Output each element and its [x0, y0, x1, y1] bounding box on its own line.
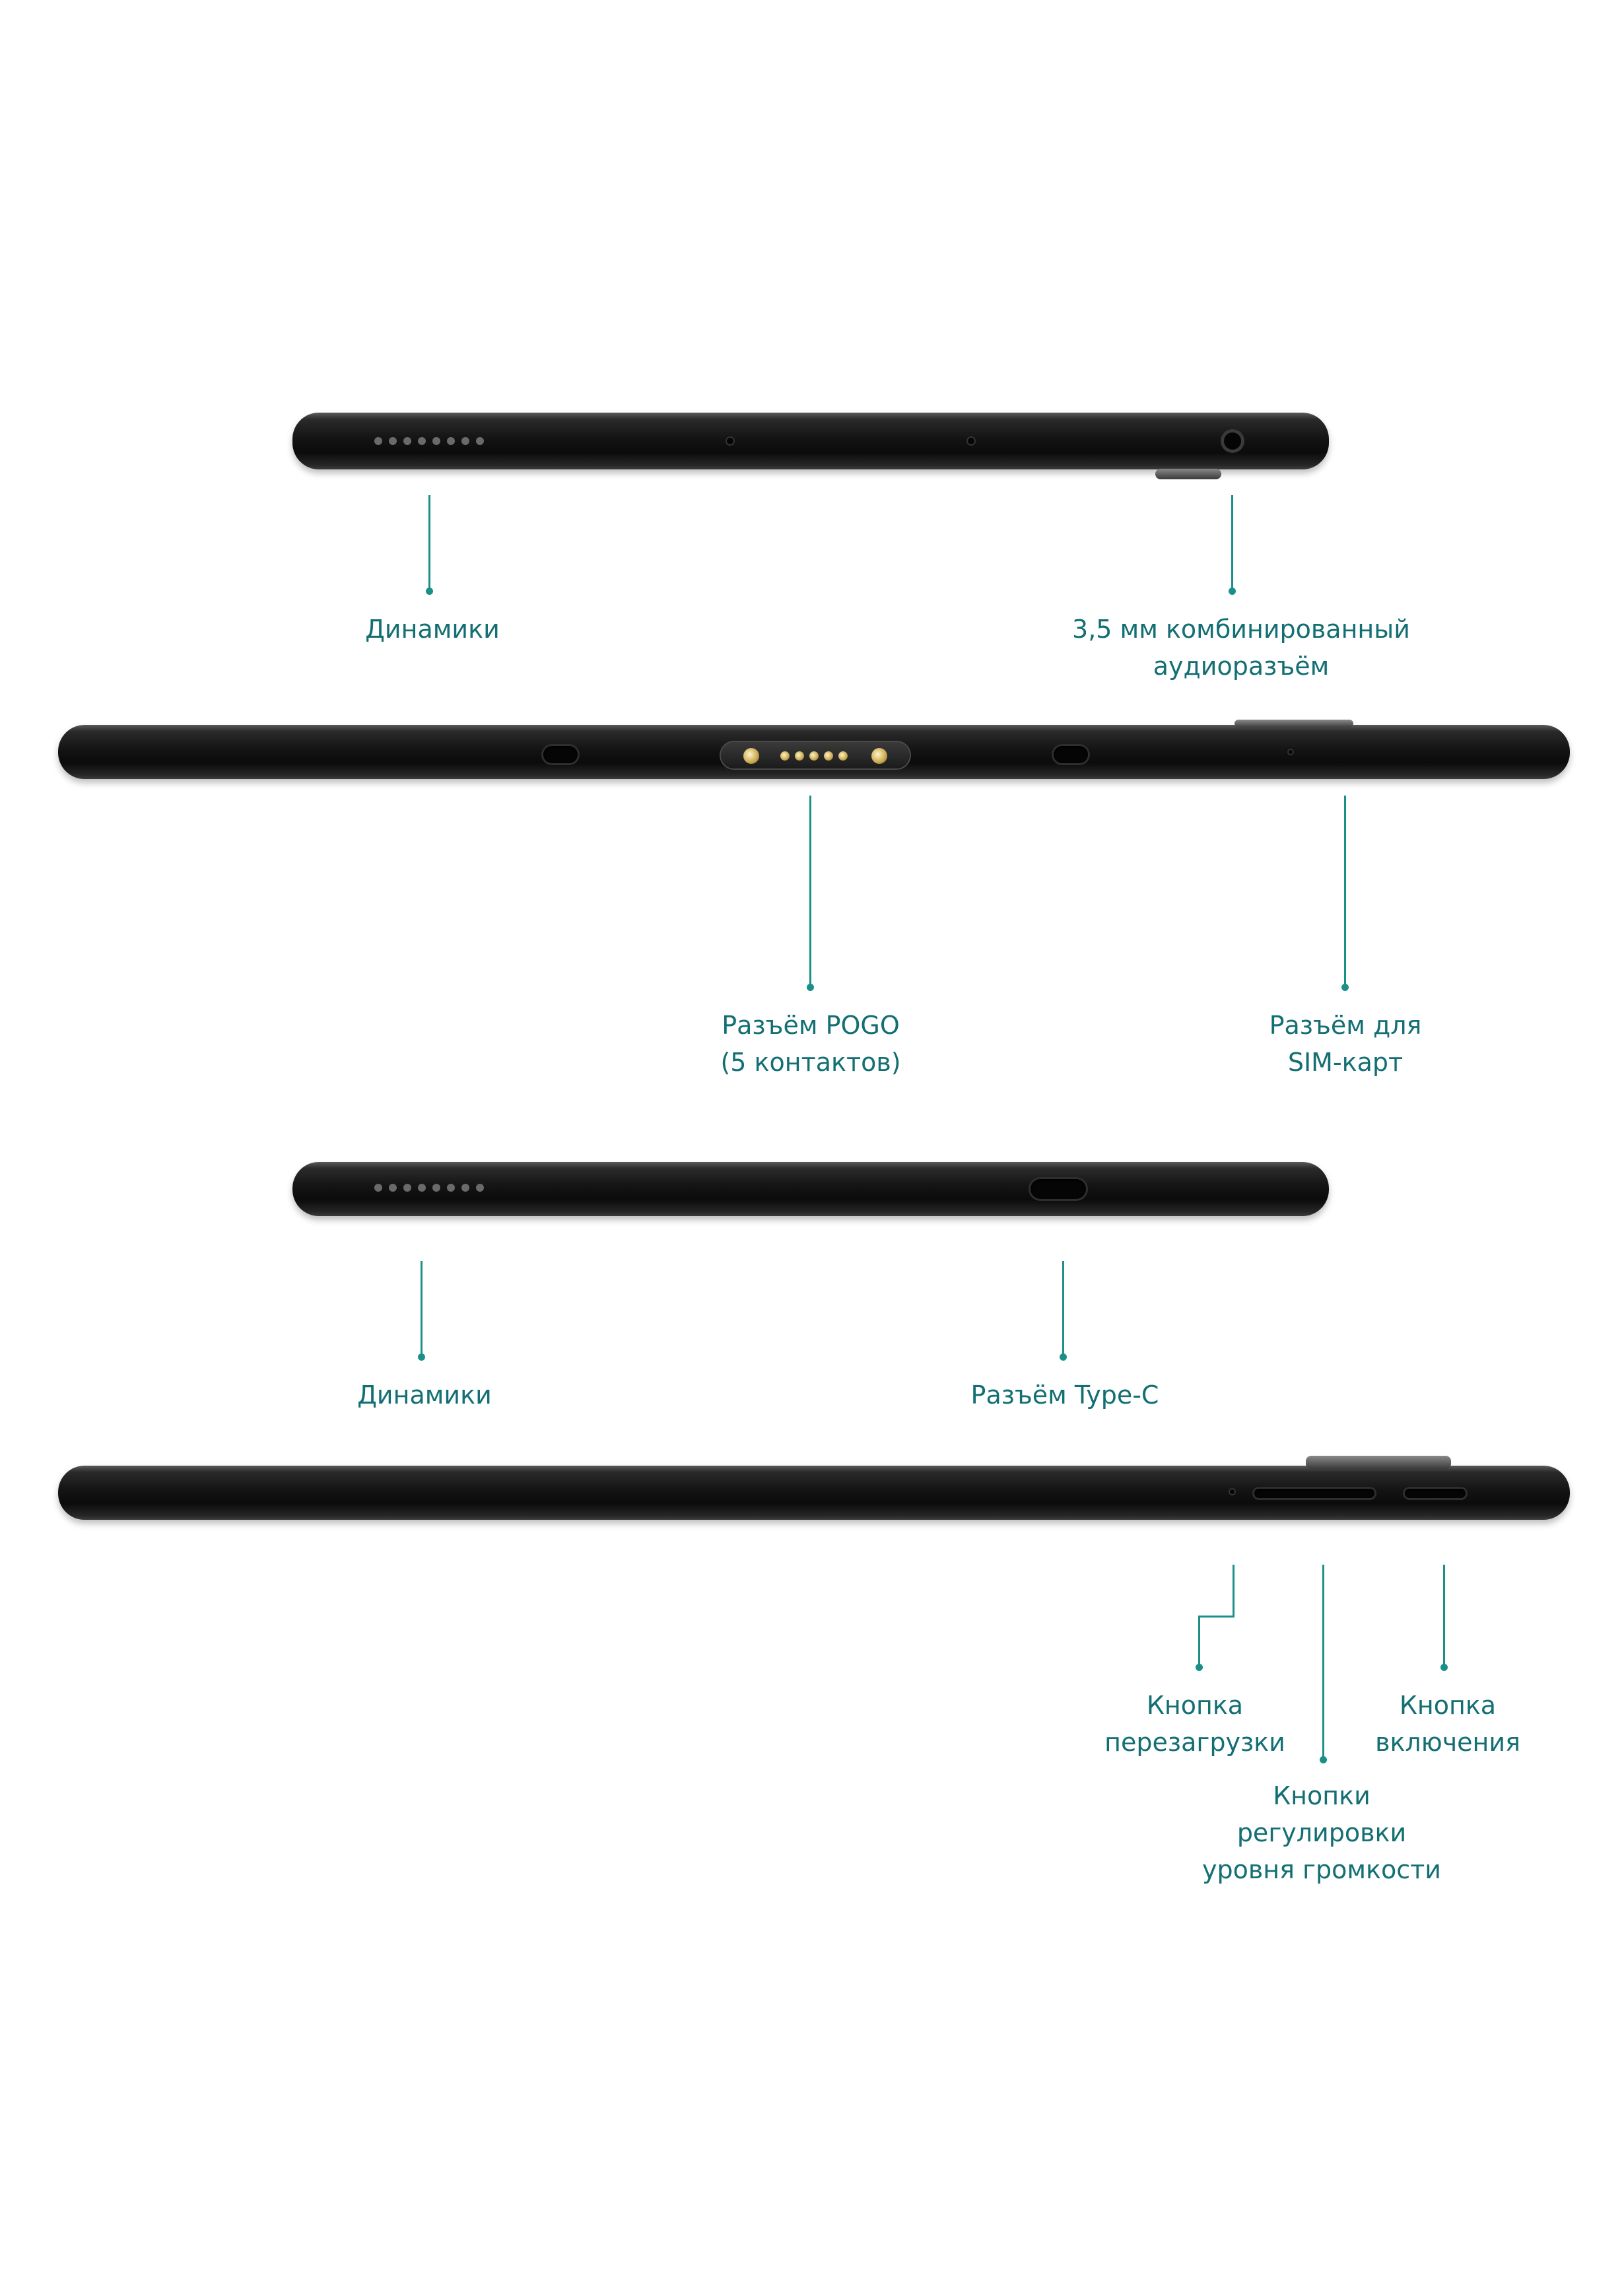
leader-tip: [1320, 1756, 1327, 1763]
leader-line: [1062, 1261, 1064, 1357]
callout-line: перезагрузки: [1104, 1728, 1285, 1757]
callout-type-c: Разъём Type-C: [971, 1377, 1159, 1414]
callout-line: Кнопка: [1399, 1691, 1497, 1720]
callout-line: Динамики: [357, 1380, 492, 1410]
leader-line: [1443, 1565, 1445, 1667]
callout-line: аудиоразъём: [1153, 652, 1330, 681]
callout-line: (5 контактов): [720, 1048, 901, 1077]
sim-tray-protrusion: [1235, 720, 1353, 728]
volume-button-protrusion: [1155, 469, 1221, 479]
reset-hole: [1230, 1489, 1235, 1494]
microphone-hole: [968, 438, 974, 444]
leader-line: [1198, 1616, 1235, 1618]
usb-type-c-port: [1031, 1179, 1086, 1199]
audio-jack: [1224, 432, 1241, 450]
callout-line: Динамики: [365, 615, 500, 644]
magnet-slot: [543, 746, 578, 763]
camera-bump: [1306, 1456, 1451, 1469]
leader-tip: [807, 984, 814, 991]
leader-tip: [1196, 1664, 1203, 1671]
leader-line: [1198, 1616, 1200, 1667]
leader-line: [1344, 796, 1346, 987]
callout-line: 3,5 мм комбинированный: [1072, 615, 1410, 644]
callout-line: уровня громкости: [1202, 1855, 1441, 1884]
leader-line: [1231, 495, 1233, 591]
sim-slot: [1289, 750, 1293, 754]
callout-line: Разъём POGO: [722, 1011, 900, 1040]
callout-line: Кнопка: [1146, 1691, 1244, 1720]
callout-speakers-bottom: Динамики: [357, 1377, 492, 1414]
callout-line: регулировки: [1236, 1818, 1407, 1847]
leader-line: [1322, 1565, 1324, 1759]
callout-line: Разъём Type-C: [970, 1380, 1159, 1410]
leader-tip: [1060, 1353, 1067, 1361]
leader-line: [421, 1261, 423, 1357]
callout-reset: Кнопка перезагрузки: [1104, 1687, 1285, 1761]
microphone-hole: [727, 438, 733, 444]
leader-tip: [418, 1353, 425, 1361]
power-button: [1405, 1489, 1466, 1498]
leader-line: [809, 796, 811, 987]
callout-sim: Разъём для SIM-карт: [1269, 1007, 1422, 1081]
leader-tip: [426, 588, 433, 595]
magnet-slot: [1054, 746, 1088, 763]
callout-pogo: Разъём POGO (5 контактов): [720, 1007, 900, 1081]
leader-tip: [1229, 588, 1236, 595]
callout-line: Разъём для: [1269, 1011, 1422, 1040]
callout-volume: Кнопки регулировки уровня громкости: [1202, 1777, 1441, 1888]
pogo-connector: [721, 742, 910, 768]
callout-speakers-top: Динамики: [365, 611, 500, 648]
callout-line: Кнопки: [1273, 1781, 1370, 1810]
leader-tip: [1440, 1664, 1448, 1671]
callout-line: SIM-карт: [1287, 1048, 1404, 1077]
leader-line: [1233, 1565, 1235, 1618]
callout-line: включения: [1375, 1728, 1520, 1757]
callout-audio-jack: 3,5 мм комбинированный аудиоразъём: [1072, 611, 1410, 685]
leader-tip: [1341, 984, 1349, 991]
leader-line: [428, 495, 430, 591]
volume-rocker: [1254, 1489, 1374, 1498]
callout-power: Кнопка включения: [1375, 1687, 1520, 1761]
